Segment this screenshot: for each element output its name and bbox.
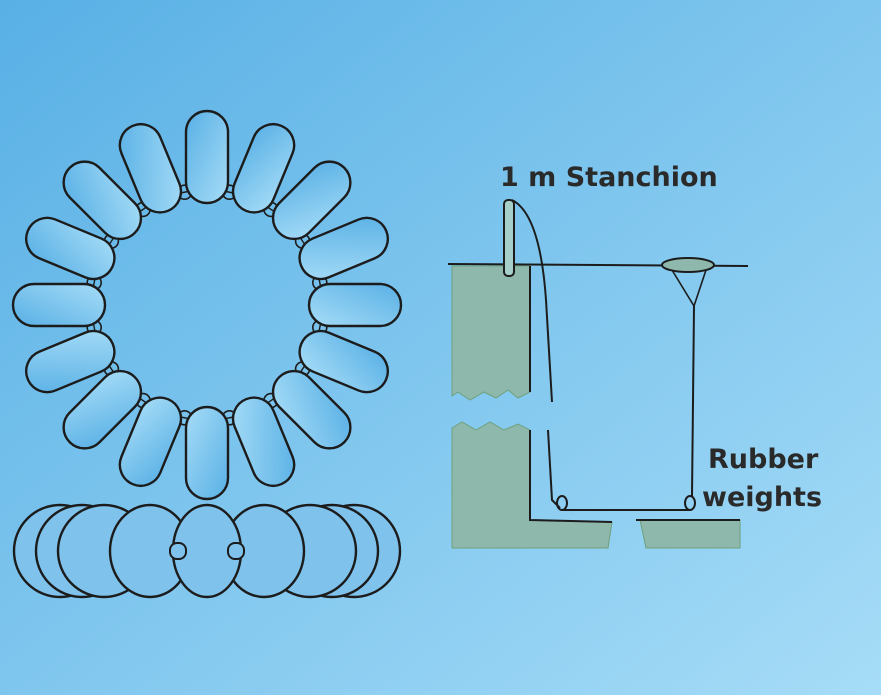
ring-float bbox=[271, 160, 352, 241]
ring-float bbox=[184, 109, 230, 205]
surface-float bbox=[661, 257, 715, 273]
rubber-weight-right bbox=[684, 495, 696, 511]
wall-lower-block bbox=[451, 421, 613, 549]
ring-float bbox=[11, 282, 107, 328]
float-row bbox=[12, 503, 402, 599]
ring-float bbox=[25, 329, 116, 394]
ring-float bbox=[62, 369, 143, 450]
ring-float bbox=[118, 123, 183, 214]
ring-float bbox=[271, 369, 352, 450]
ring-float bbox=[298, 329, 389, 394]
ring-float bbox=[231, 396, 296, 487]
rubber-weight-left bbox=[556, 495, 568, 511]
ring-float bbox=[118, 396, 183, 487]
floor-right bbox=[639, 519, 741, 549]
ring-float bbox=[62, 160, 143, 241]
row-coupler bbox=[169, 542, 187, 560]
stanchion-section: 1 m Stanchion Rubber weights bbox=[447, 162, 822, 549]
ring-float bbox=[298, 216, 389, 281]
stanchion-label: 1 m Stanchion bbox=[500, 162, 718, 193]
ring-float bbox=[25, 216, 116, 281]
weights-label: weights bbox=[702, 482, 822, 513]
float-down-line bbox=[691, 305, 695, 497]
row-coupler bbox=[227, 542, 245, 560]
stanchion-cable bbox=[511, 199, 553, 403]
stanchion-post bbox=[503, 199, 515, 277]
ring-float bbox=[231, 123, 296, 214]
float-ring bbox=[11, 109, 403, 501]
wall-edge-lower bbox=[529, 430, 613, 523]
ring-float bbox=[307, 282, 403, 328]
rubber-label: Rubber bbox=[708, 444, 819, 475]
ring-float bbox=[184, 405, 230, 501]
wall-upper-block bbox=[451, 265, 531, 401]
